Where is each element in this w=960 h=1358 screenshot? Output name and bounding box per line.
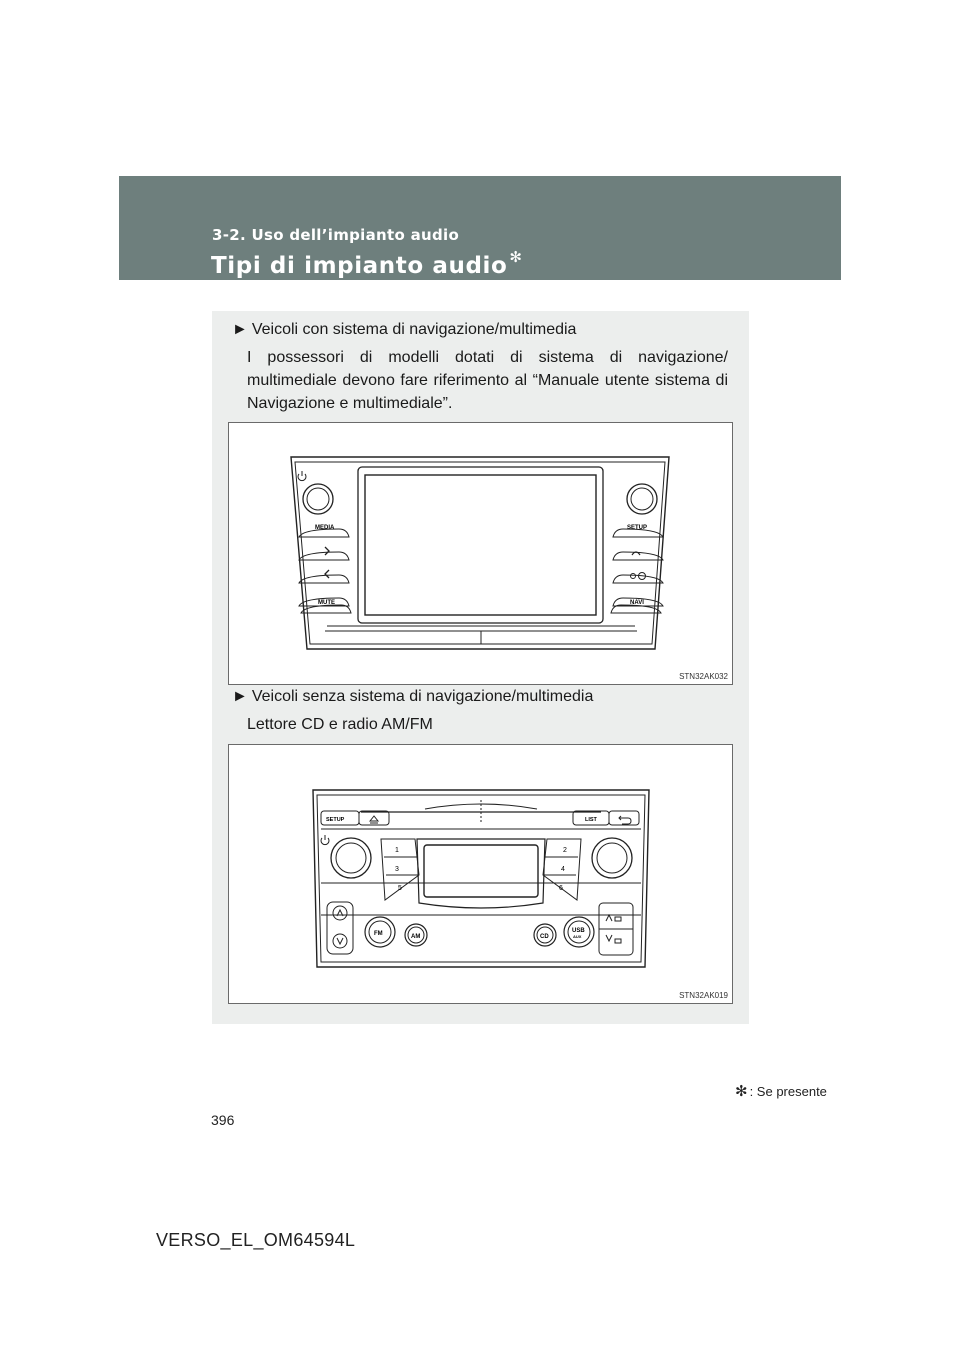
- fm-button-label: FM: [374, 931, 383, 937]
- nav-paragraph: I possessori di modelli dotati di sistem…: [247, 349, 728, 412]
- preset-1-label: 1: [395, 847, 399, 854]
- nav-heading-text: Veicoli con sistema di navigazione/multi…: [251, 321, 577, 338]
- section-title: 3-2. Uso dell’impianto audio: [212, 226, 460, 244]
- page-title-text: Tipi di impianto audio: [211, 253, 508, 279]
- setup-button-label: SETUP: [326, 817, 345, 823]
- bullet-triangle-icon: ►: [232, 688, 248, 705]
- setup-button-label: SETUP: [627, 525, 647, 531]
- nonav-heading-text: Veicoli senza sistema di navigazione/mul…: [251, 688, 594, 705]
- cd-button-label: CD: [540, 934, 549, 940]
- navi-button-label: NAVI: [630, 600, 644, 606]
- page-number: 396: [211, 1112, 235, 1128]
- usb-button-label: USB: [572, 928, 585, 934]
- aux-button-label: AUX: [573, 934, 582, 939]
- footnote-text: : Se presente: [749, 1084, 827, 1099]
- footnote: ✻: Se presente: [735, 1082, 827, 1100]
- mute-button-label: MUTE: [318, 600, 335, 606]
- figure1-code: STN32AK032: [679, 672, 728, 681]
- cd-radio-unit-drawing: SETUP LIST 1 2 3 4 5 6 FM AM CD USB AUX: [312, 789, 650, 968]
- nav-heading: ►Veicoli con sistema di navigazione/mult…: [232, 321, 576, 339]
- asterisk-icon: ✻: [509, 248, 523, 266]
- am-button-label: AM: [411, 934, 420, 940]
- page-title: Tipi di impianto audio✻: [211, 248, 523, 279]
- list-button-label: LIST: [585, 817, 598, 823]
- nonav-heading: ►Veicoli senza sistema di navigazione/mu…: [232, 688, 593, 706]
- nonav-paragraph: Lettore CD e radio AM/FM: [247, 716, 433, 733]
- header-band: [119, 176, 841, 280]
- asterisk-icon: ✻: [735, 1083, 748, 1100]
- preset-3-label: 3: [395, 866, 399, 873]
- preset-5-label: 5: [398, 885, 402, 892]
- figure2-code: STN32AK019: [679, 991, 728, 1000]
- bullet-triangle-icon: ►: [232, 321, 248, 338]
- document-id: VERSO_EL_OM64594L: [156, 1230, 356, 1250]
- media-button-label: MEDIA: [315, 525, 335, 531]
- preset-4-label: 4: [561, 866, 565, 873]
- preset-2-label: 2: [563, 847, 567, 854]
- figure-navigation-unit: MEDIA MUTE SETUP NAVI STN32AK032: [228, 422, 733, 685]
- preset-6-label: 6: [559, 885, 563, 892]
- navigation-unit-drawing: MEDIA MUTE SETUP NAVI: [290, 456, 670, 650]
- figure-cd-radio-unit: SETUP LIST 1 2 3 4 5 6 FM AM CD USB AUX …: [228, 744, 733, 1004]
